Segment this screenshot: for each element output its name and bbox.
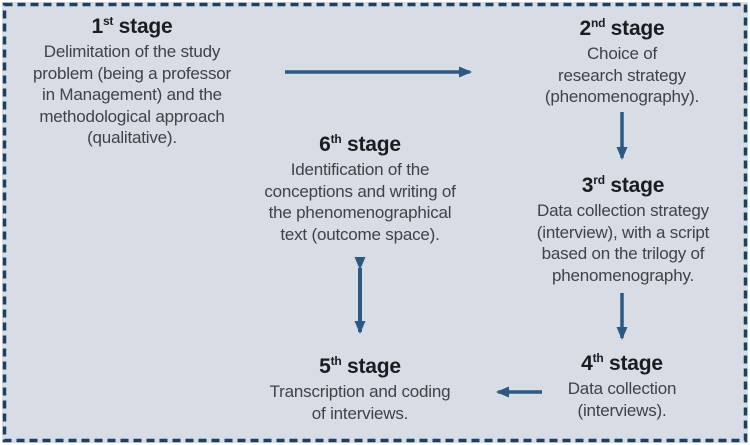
stage-word: stage [347, 133, 401, 156]
description-line: conceptions and writing of [264, 181, 456, 201]
stage-1-description: Delimitation of the study problem (being… [17, 41, 247, 149]
description-line: Data collection strategy [537, 201, 709, 220]
stage-ordinal-suffix: rd [593, 173, 605, 187]
stage-number: 2 [579, 17, 591, 40]
description-line: text (outcome space). [280, 224, 440, 244]
description-line: (phenomenography). [544, 87, 700, 106]
description-line: in Management) and the [42, 85, 222, 104]
stage-ordinal-suffix: st [102, 14, 114, 28]
description-line: phenomenography. [551, 265, 695, 285]
stage-word: stage [118, 15, 173, 38]
stage-number: 6 [319, 133, 331, 156]
stage-number: 4 [581, 352, 593, 375]
description-line: research strategy [558, 65, 686, 85]
stage-3-description: Data collection strategy (interview), wi… [498, 200, 748, 286]
stage-number: 5 [319, 355, 331, 378]
stage-ordinal-suffix: th [330, 132, 342, 146]
stage-ordinal-suffix: nd [590, 16, 606, 30]
stage-ordinal-suffix: th [592, 351, 604, 365]
description-line: based on the trilogy of [541, 244, 705, 263]
description-line: Choice of [586, 44, 658, 63]
stage-word: stage [610, 17, 665, 40]
stage-word: stage [347, 355, 401, 378]
description-line: problem (being a professor [33, 63, 231, 83]
description-line: Identification of the [290, 160, 430, 179]
description-line: (interviews). [577, 400, 667, 420]
stage-6-description: Identification of the conceptions and wr… [235, 159, 485, 245]
description-line: the phenomenographical [268, 203, 452, 222]
stage-word: stage [609, 352, 663, 375]
description-line: Delimitation of the study [43, 42, 221, 61]
stage-5-description: Transcription and coding of interviews. [245, 381, 475, 424]
stage-word: stage [610, 174, 665, 197]
stage-2-description: Choice of research strategy (phenomenogr… [512, 43, 732, 108]
description-line: of interviews. [311, 403, 409, 423]
description-line: Data collection [567, 379, 677, 398]
description-line: (interview), with a script [536, 222, 710, 242]
description-line: methodological approach [39, 106, 225, 126]
stage-4-description: Data collection (interviews). [522, 378, 722, 421]
description-line: (qualitative). [87, 128, 177, 147]
stage-number: 3 [581, 174, 594, 197]
stage-number: 1 [91, 15, 103, 38]
stage-ordinal-suffix: th [330, 354, 342, 368]
description-line: Transcription and coding [269, 382, 451, 401]
